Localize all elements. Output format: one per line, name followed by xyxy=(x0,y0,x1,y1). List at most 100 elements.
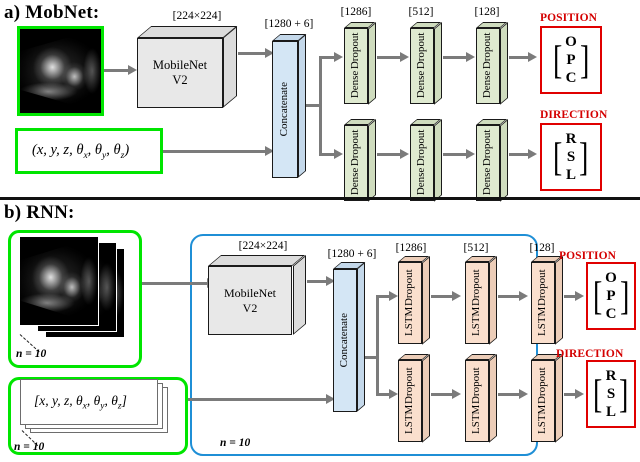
arrowhead-backbone-to-concat-b xyxy=(326,275,335,286)
output-letter-b-pos-1: P xyxy=(606,287,616,304)
layer-dim-label-a-2: [128] xyxy=(474,6,500,18)
fork-stub-b xyxy=(365,356,379,359)
arrowhead-a-dir-0-1 xyxy=(400,148,409,159)
layer-reg-a-pos-1: Dropout xyxy=(415,33,428,71)
dense-block-a-pos-1: Dense Dropout xyxy=(410,22,442,105)
arrowhead-fork-bottom-b xyxy=(389,388,398,399)
arrow-a-dir-0-1 xyxy=(377,153,403,156)
output-letter-a-pos-2: C xyxy=(565,70,577,87)
backbone-block-a: MobileNet V2 xyxy=(137,26,238,108)
layer-type-b-dir-2: LSTM xyxy=(536,405,549,435)
output-letter-b-dir-2: L xyxy=(605,404,616,421)
concat-block-a: Concatenate xyxy=(272,34,307,178)
layer-dim-label-b-0: [1286] xyxy=(395,242,427,254)
fork-bottom-a xyxy=(319,153,337,156)
arrow-a-dir-out xyxy=(509,153,531,156)
layer-type-b-dir-0: LSTM xyxy=(403,405,416,435)
backbone-dim-label-b: [224×224] xyxy=(238,240,288,252)
arrowhead-backbone-to-concat-a xyxy=(265,47,274,58)
ultrasound-image-b-front xyxy=(19,236,99,326)
concat-dim-label-a: [1280 + 6] xyxy=(264,18,314,30)
arrowhead-vector-to-concat-b xyxy=(326,393,335,404)
layer-reg-b-pos-0: Dropout xyxy=(403,269,416,307)
output-letter-a-pos-0: O xyxy=(565,33,577,50)
fork-vertical-a xyxy=(319,56,322,156)
fork-top-a xyxy=(319,56,337,59)
output-letter-b-dir-0: R xyxy=(605,367,617,384)
arrow-b-dir-0-1 xyxy=(431,393,455,396)
layer-dim-label-a-1: [512] xyxy=(408,6,434,18)
output-label-b-direction: DIRECTION xyxy=(556,348,624,360)
backbone-label-line1-b: MobileNet xyxy=(224,285,276,300)
arrowhead-a-pos-out xyxy=(528,51,537,62)
dense-block-a-pos-0: Dense Dropout xyxy=(344,22,376,105)
layer-dim-label-b-1: [512] xyxy=(463,242,489,254)
arrowhead-b-pos-1-2 xyxy=(519,290,528,301)
arrowhead-a-dir-1-2 xyxy=(466,148,475,159)
layer-type-a-dir-1: Dense xyxy=(415,168,428,196)
vector-box-b-front xyxy=(20,379,158,425)
arrowhead-image-to-backbone-a xyxy=(128,64,137,75)
layer-reg-b-pos-1: Dropout xyxy=(470,269,483,307)
layer-reg-a-dir-0: Dropout xyxy=(349,130,362,168)
output-letter-a-dir-2: L xyxy=(565,167,576,184)
arrowhead-a-pos-1-2 xyxy=(466,51,475,62)
container-n-label: n = 10 xyxy=(220,437,251,449)
arrowhead-vector-to-concat-a xyxy=(265,145,274,156)
arrow-vector-to-concat-b xyxy=(188,398,330,401)
lstm-block-b-pos-1: LSTM Dropout xyxy=(465,256,497,345)
fork-top-b xyxy=(376,295,392,298)
fork-bottom-b xyxy=(376,393,392,396)
layer-reg-b-dir-0: Dropout xyxy=(403,367,416,405)
arrow-a-pos-0-1 xyxy=(377,56,403,59)
output-box-b-position: [ O P C ] xyxy=(586,262,636,330)
layer-type-b-pos-0: LSTM xyxy=(403,307,416,337)
layer-reg-a-pos-0: Dropout xyxy=(349,33,362,71)
concat-label-a: Concatenate xyxy=(278,82,291,137)
arrow-b-dir-out xyxy=(564,393,578,396)
layer-reg-a-dir-1: Dropout xyxy=(415,130,428,168)
layer-reg-a-pos-2: Dropout xyxy=(481,33,494,71)
output-letter-b-dir-1: S xyxy=(606,385,616,402)
layer-dim-label-a-0: [1286] xyxy=(340,6,372,18)
output-box-a-position: [ O P C ] xyxy=(540,26,602,94)
layer-type-b-dir-1: LSTM xyxy=(470,405,483,435)
layer-type-b-pos-1: LSTM xyxy=(470,307,483,337)
output-label-a-position: POSITION xyxy=(540,12,598,24)
panel-mobnet: a) MobNet: (x, y, z, θx, θy, θz) [224×22… xyxy=(0,0,640,202)
backbone-dim-label-a: [224×224] xyxy=(172,10,222,22)
output-box-a-direction: [ R S L ] xyxy=(540,123,602,191)
output-box-b-direction: [ R S L ] xyxy=(586,360,636,428)
output-letter-b-pos-2: C xyxy=(605,306,617,323)
arrow-vector-to-concat-a xyxy=(163,150,269,153)
fork-vertical-b xyxy=(376,295,379,396)
layer-reg-a-dir-2: Dropout xyxy=(481,130,494,168)
rnn-unrolled-container xyxy=(190,234,538,456)
concat-dim-label-b: [1280 + 6] xyxy=(327,248,377,260)
arrow-b-dir-1-2 xyxy=(498,393,522,396)
arrowhead-fork-top-b xyxy=(389,290,398,301)
concat-label-b: Concatenate xyxy=(338,313,351,368)
ultrasound-image-a xyxy=(20,29,101,113)
layer-type-a-dir-0: Dense xyxy=(349,168,362,196)
arrow-b-pos-1-2 xyxy=(498,295,522,298)
panel-b-title: b) RNN: xyxy=(4,202,75,223)
layer-reg-b-pos-2: Dropout xyxy=(536,269,549,307)
layer-type-a-pos-1: Dense xyxy=(415,71,428,99)
arrowhead-b-pos-out xyxy=(575,290,584,301)
layer-type-a-pos-0: Dense xyxy=(349,71,362,99)
lstm-block-b-pos-2: LSTM Dropout xyxy=(531,256,563,345)
lstm-block-b-pos-0: LSTM Dropout xyxy=(398,256,430,345)
output-letter-b-pos-0: O xyxy=(605,269,617,286)
layer-type-b-pos-2: LSTM xyxy=(536,307,549,337)
arrow-b-pos-0-1 xyxy=(431,295,455,298)
arrowhead-b-pos-0-1 xyxy=(452,290,461,301)
lstm-block-b-dir-2: LSTM Dropout xyxy=(531,354,563,443)
dense-block-a-dir-1: Dense Dropout xyxy=(410,119,442,202)
lstm-block-b-dir-1: LSTM Dropout xyxy=(465,354,497,443)
arrow-b-pos-out xyxy=(564,295,578,298)
backbone-label-line2-b: V2 xyxy=(242,300,258,315)
output-letter-a-pos-1: P xyxy=(566,51,576,68)
panel-rnn: b) RNN: n = 10 n = 10 [x, y, z, θx, θy, … xyxy=(0,198,640,462)
vector-stack-n-label: n = 10 xyxy=(14,441,45,453)
